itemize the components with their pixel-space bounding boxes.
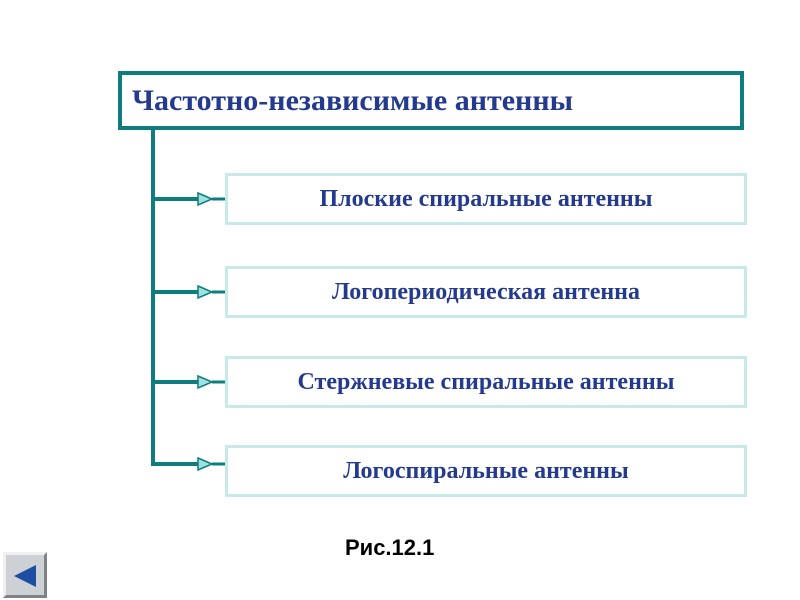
branch-1 <box>151 191 225 207</box>
figure-caption: Рис.12.1 <box>345 535 435 560</box>
node-flat-spiral: Плоские спиральные антенны <box>225 173 747 225</box>
node-rod-spiral: Стержневые спиральные антенны <box>225 356 747 408</box>
root-node: Частотно-независимые антенны <box>118 71 744 130</box>
arrow-head-icon <box>197 284 214 300</box>
node-label: Логоспиральные антенны <box>343 457 629 484</box>
arrow-head-icon <box>197 191 214 207</box>
branch-2 <box>151 284 225 300</box>
arrow-head-icon <box>197 374 214 390</box>
node-label: Логопериодическая антенна <box>331 278 641 305</box>
branch-3 <box>151 374 225 390</box>
branch-4 <box>151 456 225 472</box>
triangle-left-icon <box>14 565 36 587</box>
node-log-periodic: Логопериодическая антенна <box>225 266 747 318</box>
back-button[interactable] <box>3 552 47 598</box>
diagram-title: Частотно-независимые антенны <box>132 84 574 117</box>
node-log-spiral: Логоспиральные антенны <box>225 445 747 497</box>
node-label: Плоские спиральные антенны <box>319 185 653 212</box>
node-label: Стержневые спиральные антенны <box>297 368 675 395</box>
arrow-head-icon <box>197 456 214 472</box>
